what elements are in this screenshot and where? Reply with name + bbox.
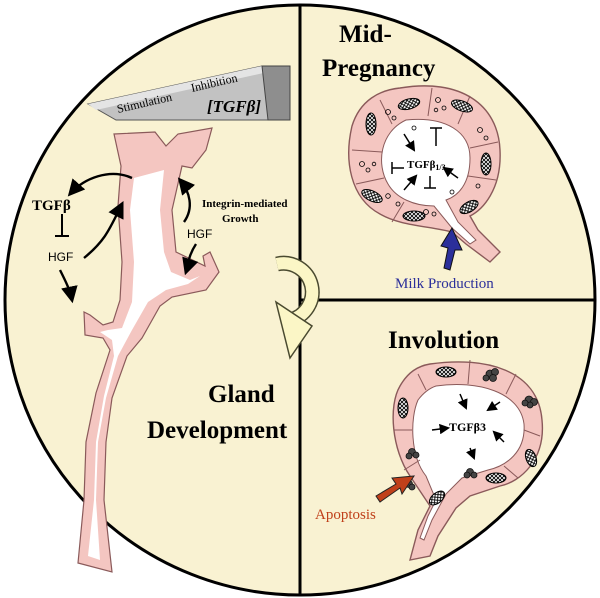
apoptosis-label: Apoptosis — [315, 507, 376, 523]
integrin-label-line2: Growth — [222, 213, 258, 225]
milk-production-label: Milk Production — [395, 276, 494, 292]
cycle-arrow — [274, 255, 320, 360]
milk-production-arrow — [440, 226, 463, 271]
duct-lumen — [88, 170, 200, 560]
alveolus-mid-pregnancy: TGFβ1/3 — [348, 85, 501, 263]
mid-pregnancy-quadrant: Mid- Pregnancy — [322, 21, 501, 292]
tgfb-inhibits-hgf — [55, 214, 69, 237]
tgfb-1-3-main: TGFβ1/3 — [407, 159, 446, 172]
gland-development-title-line1: Gland — [208, 381, 275, 408]
mid-pregnancy-title-line2: Pregnancy — [322, 55, 436, 82]
hgf-left-label: HGF — [48, 250, 73, 264]
mid-pregnancy-title-line1: Mid- — [339, 21, 392, 48]
alveolus-involution: TGFβ3 — [392, 359, 544, 561]
tgfb-label: TGFβ — [32, 198, 71, 214]
integrin-label-line1: Integrin-mediated — [202, 198, 288, 210]
mammary-duct-tree — [77, 127, 220, 573]
wedge-factor-label: [TGFβ] — [207, 97, 261, 116]
tgfb3-label: TGFβ3 — [449, 420, 486, 434]
tgfb-1-3-subscript: 1/3 — [435, 163, 445, 172]
development-arrows — [58, 172, 199, 304]
involution-title: Involution — [388, 327, 499, 354]
hgf-right-label: HGF — [187, 227, 212, 241]
apoptosis-arrow — [375, 475, 415, 503]
involution-quadrant: Involution — [315, 327, 544, 561]
gland-development-title-line2: Development — [147, 417, 288, 444]
